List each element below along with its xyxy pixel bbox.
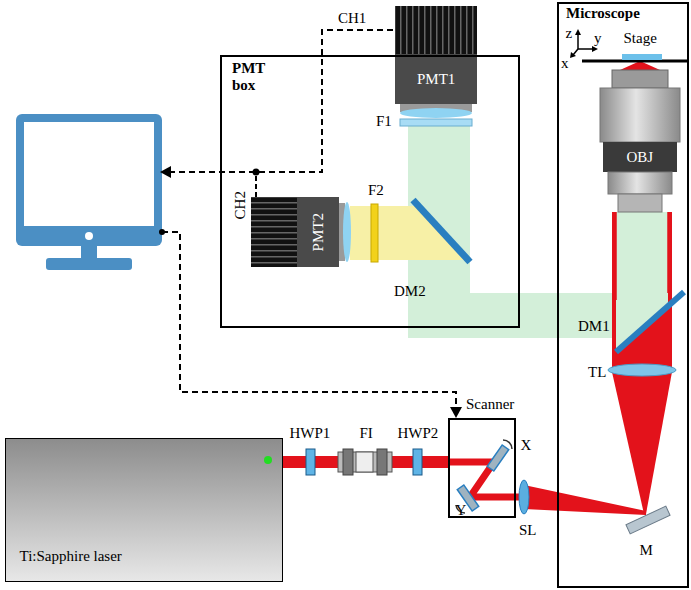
pmt-tube: PMT2 xyxy=(250,195,348,269)
laser-label: Ti:Sapphire laser xyxy=(20,548,122,565)
part-label: Stage xyxy=(624,30,657,47)
axis-label: z xyxy=(566,25,573,42)
monitor-neck xyxy=(81,246,97,260)
signal-wire xyxy=(170,30,393,172)
box-heading: Scanner xyxy=(466,396,514,413)
pmt-tube: PMT1 xyxy=(393,5,479,120)
objective-band xyxy=(603,142,677,172)
junction-dot xyxy=(159,229,165,235)
wire-arrow xyxy=(450,407,462,418)
box-heading: Microscope xyxy=(566,5,640,22)
axis-head xyxy=(570,52,576,58)
isolator-core xyxy=(356,452,373,472)
filter xyxy=(400,119,472,126)
beam-edge xyxy=(615,212,617,300)
microscope-frame: OBJ Microscope xyxy=(557,2,689,588)
part-label: HWP2 xyxy=(398,425,439,442)
pmt-knurl xyxy=(251,197,297,267)
status-led xyxy=(264,456,272,464)
axis-arrow xyxy=(578,48,593,50)
axis-arrow xyxy=(573,49,578,55)
axis-arrow xyxy=(577,34,579,49)
part-label: M xyxy=(640,542,653,559)
monitor-base xyxy=(46,258,132,270)
part-label: F2 xyxy=(368,182,384,199)
part-label: SL xyxy=(519,522,537,539)
objective-thread xyxy=(612,70,668,88)
laser-body xyxy=(5,438,283,582)
monitor-screen xyxy=(24,122,154,226)
sample xyxy=(622,54,662,60)
objective-nose xyxy=(618,194,662,212)
channel-label: CH2 xyxy=(232,191,249,219)
objective-body xyxy=(600,88,680,142)
part-label: Y xyxy=(456,502,467,519)
objective-label: OBJ xyxy=(627,149,654,166)
isolator-ring xyxy=(377,449,387,475)
fluorescence-beam-yellow xyxy=(350,206,468,260)
axis-head xyxy=(575,29,581,35)
wire-arrow xyxy=(160,166,171,178)
excitation-beam xyxy=(524,485,646,515)
pmt-knurl xyxy=(395,6,477,54)
rotation-arrow xyxy=(503,440,512,449)
part-label: FI xyxy=(360,425,373,442)
fold-mirror xyxy=(626,506,670,534)
monitor-frame xyxy=(16,114,162,246)
power-button xyxy=(85,232,93,240)
excitation-beam xyxy=(612,372,672,514)
axis-label: x xyxy=(561,55,569,72)
beam-edge xyxy=(667,212,669,293)
part-label: DM1 xyxy=(578,318,610,335)
axis-head xyxy=(592,46,598,52)
objective-lens: OBJ xyxy=(600,70,680,212)
junction-dot xyxy=(253,169,260,176)
tube-lens xyxy=(608,364,676,376)
box-heading: PMT box xyxy=(232,60,274,93)
part-label: F1 xyxy=(376,113,392,130)
half-wave-plate xyxy=(306,449,315,475)
detector-label: PMT2 xyxy=(310,213,327,251)
isolator-ring xyxy=(343,449,353,475)
part-label: HWP1 xyxy=(290,425,331,442)
signal-wire xyxy=(255,172,257,197)
pmt-body xyxy=(395,54,477,104)
detector-label: PMT1 xyxy=(417,71,455,88)
filter xyxy=(371,204,378,262)
laser-housing: Ti:Sapphire laser xyxy=(5,438,283,582)
dichroic-mirror xyxy=(413,200,470,262)
scan-lens xyxy=(519,480,529,514)
objective-body xyxy=(608,172,672,194)
axis-label: y xyxy=(594,30,602,47)
dichroic-mirror xyxy=(616,292,684,352)
pmt-lens xyxy=(343,202,351,262)
galvo-mirror xyxy=(487,445,508,471)
part-label: DM2 xyxy=(394,283,426,300)
part-label: TL xyxy=(588,364,606,381)
channel-label: CH1 xyxy=(338,10,366,27)
pmt-body xyxy=(297,197,339,267)
pmt-lens xyxy=(400,108,472,118)
half-wave-plate xyxy=(413,449,422,475)
part-label: X xyxy=(521,437,532,454)
